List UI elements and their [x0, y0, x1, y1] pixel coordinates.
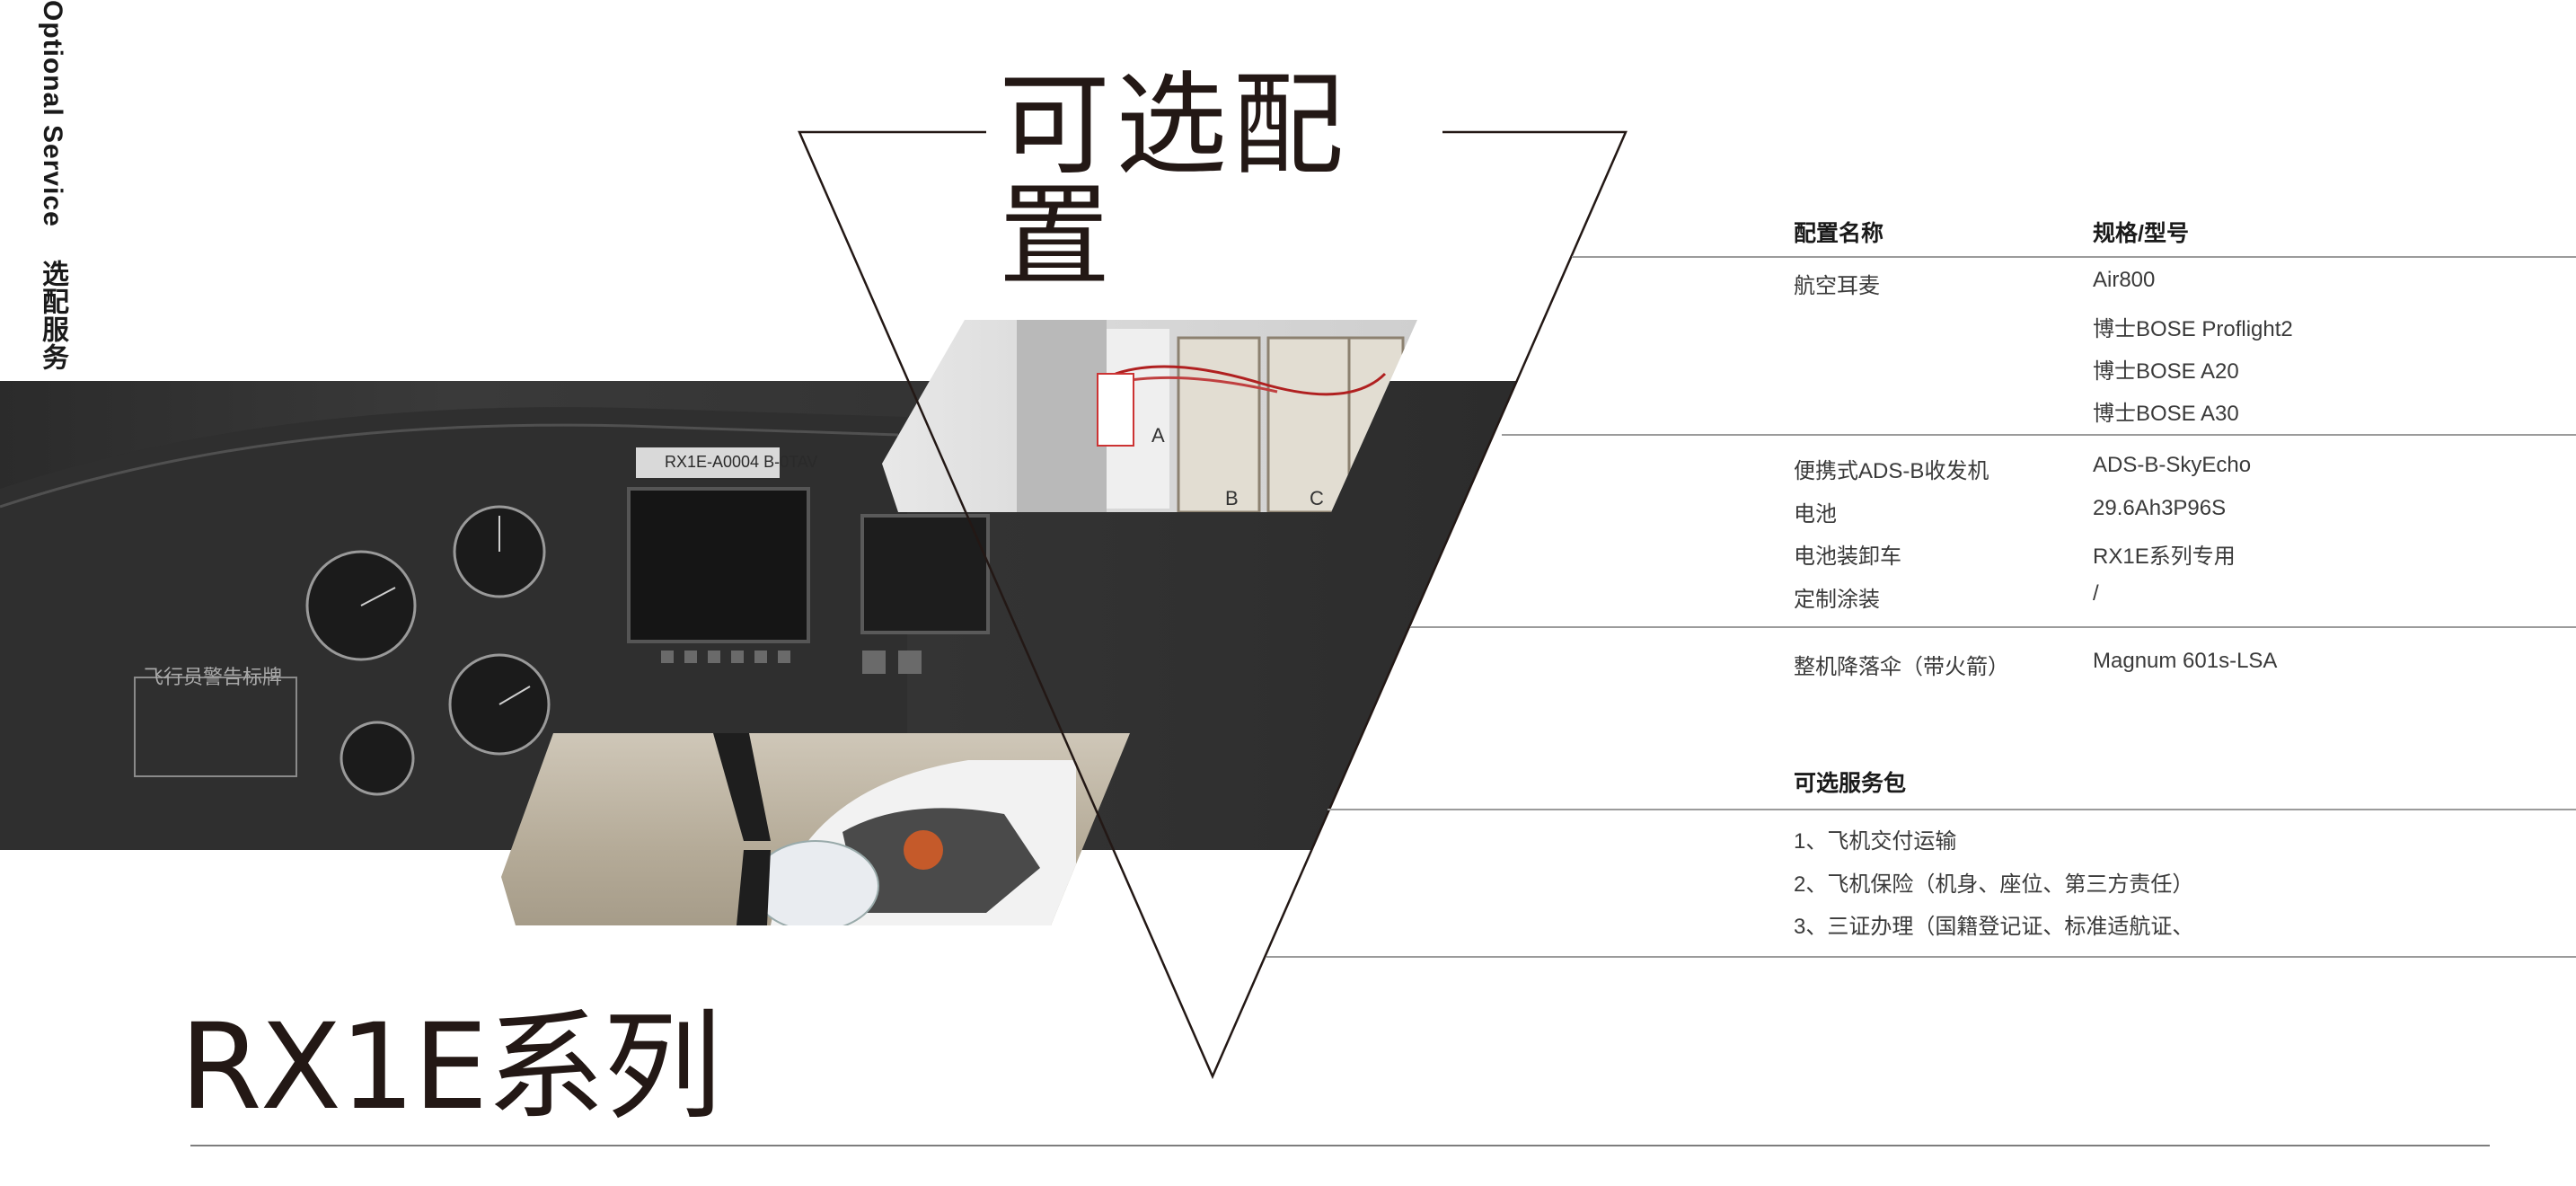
warning-placard-label: 飞行员警告标牌	[144, 666, 283, 688]
table-header-model: 规格/型号	[2093, 221, 2189, 246]
config-model: 博士BOSE Proflight2	[2093, 317, 2293, 341]
service-divider	[1266, 956, 2576, 958]
engine-propeller-photo	[501, 733, 1130, 925]
config-model: ADS-B-SkyEcho	[2093, 453, 2252, 477]
config-name: 整机降落伞（带火箭）	[1794, 655, 2009, 679]
propeller-illustration	[713, 733, 1076, 925]
table-divider	[1572, 256, 2576, 258]
battery-bay-illustration	[1017, 320, 1405, 512]
config-name: 定制涂装	[1794, 588, 1880, 612]
config-name: 电池装卸车	[1794, 544, 1901, 569]
config-model: 博士BOSE A20	[2093, 359, 2239, 384]
service-package-heading: 可选服务包	[1794, 771, 1907, 796]
side-caption-zh: 选配服务	[38, 259, 67, 371]
config-name: 航空耳麦	[1794, 274, 1880, 298]
service-divider	[1328, 809, 2576, 810]
config-model: 博士BOSE A30	[2093, 402, 2239, 426]
battery-bay-photo: A B C	[882, 320, 1417, 512]
config-name: 便携式ADS-B收发机	[1794, 459, 1989, 483]
panel-label-b: B	[1225, 487, 1239, 509]
config-model: 29.6Ah3P96S	[2093, 496, 2227, 520]
panel-label-c: C	[1310, 487, 1324, 509]
config-model: Air800	[2093, 268, 2156, 292]
side-caption-en: Optional Service	[38, 0, 67, 227]
service-item: 1、飞机交付运输	[1794, 829, 1957, 854]
series-title: RX1E系列	[180, 998, 722, 1137]
table-divider	[1502, 434, 2576, 436]
footer-rule	[190, 1145, 2490, 1146]
page-title: 可选配置	[999, 61, 1350, 302]
service-item: 2、飞机保险（机身、座位、第三方责任）	[1794, 872, 2194, 897]
service-item: 3、三证办理（国籍登记证、标准适航证、	[1794, 915, 2194, 939]
config-model: RX1E系列专用	[2093, 544, 2236, 569]
panel-label-a: A	[1151, 424, 1165, 447]
config-model: Magnum 601s-LSA	[2093, 649, 2278, 673]
table-divider	[1410, 626, 2576, 628]
config-name: 电池	[1794, 502, 1837, 527]
side-caption: Optional Service 选配服务	[32, 0, 72, 371]
config-model: /	[2093, 581, 2099, 606]
registration-label: RX1E-A0004 B-0TAV	[665, 453, 818, 471]
table-header-name: 配置名称	[1794, 221, 1884, 246]
